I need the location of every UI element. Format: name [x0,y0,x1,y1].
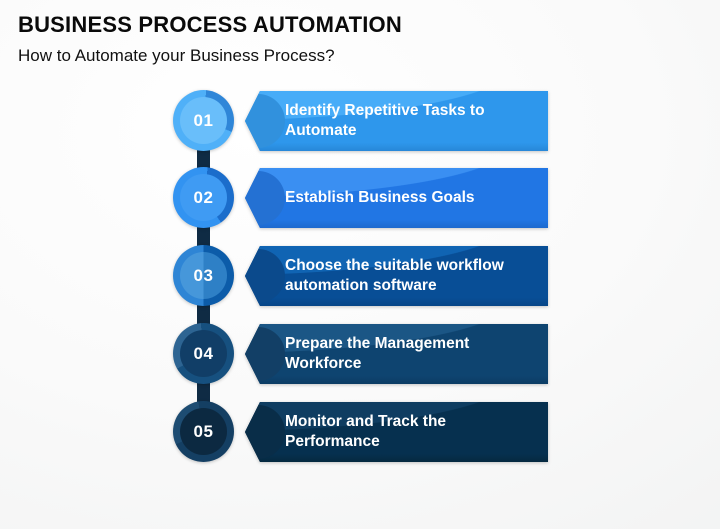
step-row: 04 Prepare the Management Workforce [0,323,720,385]
step-number: 03 [193,265,214,285]
step-circle: 03 [173,245,234,306]
step-circle: 05 [173,401,234,462]
step-banner: Prepare the Management Workforce [245,324,548,384]
step-row: 02 Establish Business Goals [0,167,720,229]
step-row: 05 Monitor and Track the Performance [0,401,720,463]
step-label: Monitor and Track the Performance [285,413,447,450]
page-subtitle: How to Automate your Business Process? [18,46,335,65]
step-circle-inner: 04 [180,330,227,377]
step-number: 05 [193,421,214,441]
step-number: 02 [193,187,214,207]
banner-notch-circle [245,249,285,303]
step-label: Choose the suitable workflow automation … [285,257,504,294]
step-number: 01 [193,110,214,130]
step-banner: Establish Business Goals [245,168,548,228]
step-banner: Monitor and Track the Performance [245,402,548,462]
step-number: 04 [193,343,214,363]
step-circle: 02 [173,167,234,228]
step-row: 01 Identify Repetitive Tasks to Automate [0,90,720,152]
step-label: Identify Repetitive Tasks to Automate [285,102,485,139]
step-banner: Identify Repetitive Tasks to Automate [245,91,548,151]
step-label: Establish Business Goals [285,189,475,207]
step-circle-inner: 05 [180,408,227,455]
banner-notch-circle [245,171,285,225]
step-row: 03 Choose the suitable workflow automati… [0,245,720,307]
step-circle-inner: 02 [180,174,227,221]
step-label: Prepare the Management Workforce [285,335,470,372]
step-circle: 04 [173,323,234,384]
step-banner: Choose the suitable workflow automation … [245,246,548,306]
banner-notch-circle [245,327,285,381]
step-circle-inner: 01 [180,97,227,144]
step-circle-inner: 03 [180,252,227,299]
page-title: BUSINESS PROCESS AUTOMATION [18,12,402,37]
banner-notch-circle [245,94,285,148]
banner-notch-circle [245,405,285,459]
step-circle: 01 [173,90,234,151]
